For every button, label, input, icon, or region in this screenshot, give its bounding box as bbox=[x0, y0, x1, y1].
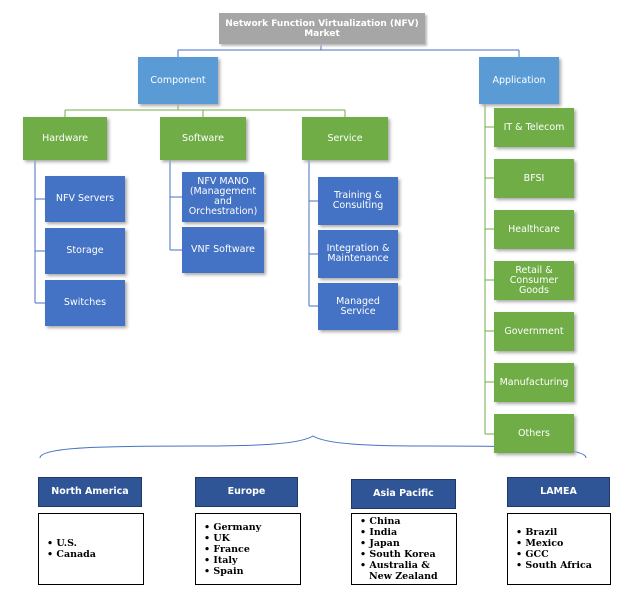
country-item: Japan bbox=[360, 538, 438, 549]
service-item-training: Training & Consulting bbox=[318, 177, 398, 225]
application-item-government: Government bbox=[494, 312, 574, 351]
country-item: South Korea bbox=[360, 549, 438, 560]
application-item-healthcare: Healthcare bbox=[494, 210, 574, 249]
hardware-node: Hardware bbox=[23, 117, 107, 160]
software-item-nfv-mano: NFV MANO (Management and Orchestration) bbox=[182, 172, 264, 222]
hardware-item-storage: Storage bbox=[45, 228, 125, 274]
country-item: U.S. bbox=[47, 538, 96, 549]
service-item-managed: Managed Service bbox=[318, 283, 398, 330]
country-item: China bbox=[360, 516, 438, 527]
country-item: Germany bbox=[204, 522, 261, 533]
service-node: Service bbox=[302, 117, 388, 160]
software-item-vnf-software: VNF Software bbox=[182, 227, 264, 273]
country-item: Brazil bbox=[516, 527, 592, 538]
country-item: India bbox=[360, 527, 438, 538]
country-item: Spain bbox=[204, 566, 261, 577]
application-item-others: Others bbox=[494, 414, 574, 453]
country-item: Australia &New Zealand bbox=[360, 560, 438, 582]
application-item-retail: Retail & Consumer Goods bbox=[494, 261, 574, 300]
application-node: Application bbox=[479, 57, 559, 104]
country-item: South Africa bbox=[516, 560, 592, 571]
region-asia-pacific: Asia Pacific bbox=[351, 479, 456, 509]
country-item-second-line: New Zealand bbox=[369, 571, 438, 582]
application-item-it-telecom: IT & Telecom bbox=[494, 108, 574, 147]
hardware-item-switches: Switches bbox=[45, 280, 125, 326]
country-item-first-line: Australia & bbox=[369, 560, 430, 571]
country-item: Italy bbox=[204, 555, 261, 566]
region-asia-pacific-countries: China India Japan South Korea Australia … bbox=[351, 513, 457, 585]
country-item: Canada bbox=[47, 549, 96, 560]
region-europe: Europe bbox=[195, 477, 298, 507]
country-item: Mexico bbox=[516, 538, 592, 549]
component-node: Component bbox=[138, 57, 218, 104]
country-item: UK bbox=[204, 533, 261, 544]
region-north-america: North America bbox=[38, 477, 142, 507]
region-lamea-countries: Brazil Mexico GCC South Africa bbox=[507, 513, 611, 585]
application-item-bfsi: BFSI bbox=[494, 159, 574, 198]
country-item: France bbox=[204, 544, 261, 555]
region-lamea: LAMEA bbox=[507, 477, 610, 507]
region-europe-countries: Germany UK France Italy Spain bbox=[195, 513, 301, 585]
software-node: Software bbox=[160, 117, 246, 160]
hardware-item-nfv-servers: NFV Servers bbox=[45, 176, 125, 222]
diagram-title: Network Function Virtualization (NFV) Ma… bbox=[219, 13, 425, 44]
application-item-manufacturing: Manufacturing bbox=[494, 363, 574, 402]
country-item: GCC bbox=[516, 549, 592, 560]
region-north-america-countries: U.S. Canada bbox=[38, 513, 144, 585]
service-item-integration: Integration & Maintenance bbox=[318, 230, 398, 278]
